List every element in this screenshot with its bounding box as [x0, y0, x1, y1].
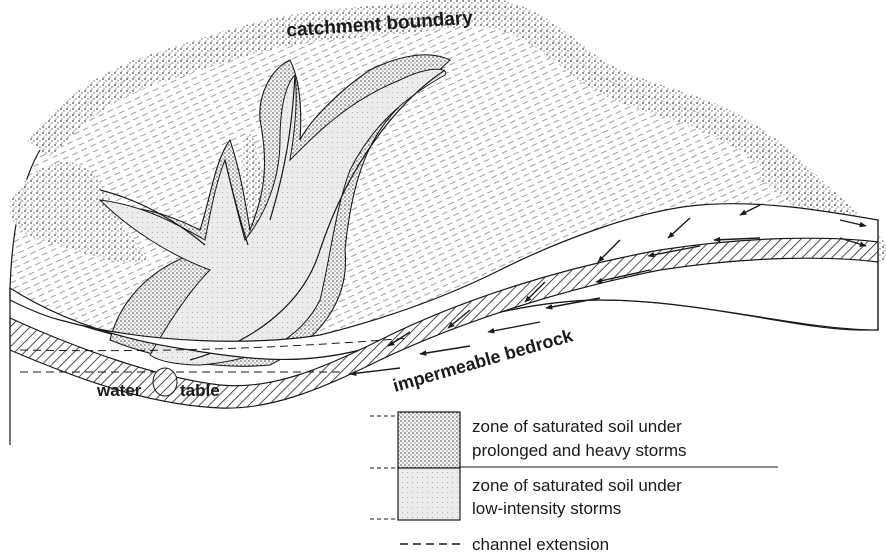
legend-heavy-line2: prolonged and heavy storms — [472, 441, 687, 460]
label-water: water — [96, 381, 142, 400]
legend-swatch-heavy — [398, 412, 460, 468]
stream-channel — [153, 368, 177, 396]
legend-low-line2: low-intensity storms — [472, 499, 621, 518]
legend-heavy-line1: zone of saturated soil under — [472, 417, 682, 436]
legend-swatch-low — [398, 468, 460, 520]
flow-arrow — [420, 346, 470, 354]
legend-low-line1: zone of saturated soil under — [472, 476, 682, 495]
flow-arrow — [488, 322, 540, 332]
legend-channel-extension: channel extension — [472, 535, 609, 554]
label-table: table — [180, 381, 220, 400]
legend: zone of saturated soil under prolonged a… — [370, 412, 778, 554]
